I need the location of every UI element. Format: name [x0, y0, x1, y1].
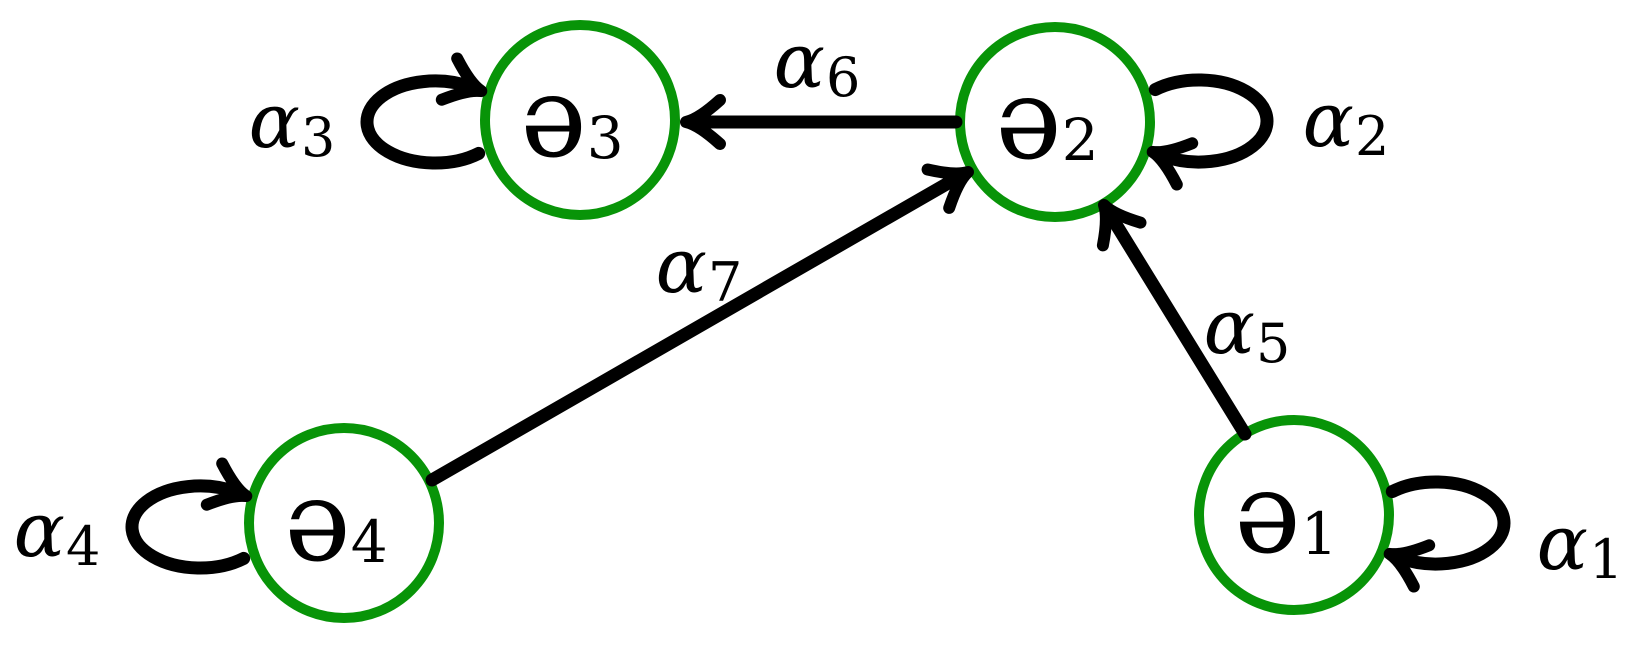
node-v1-glyph: ə	[1234, 449, 1301, 579]
edge-a6-arrowhead	[680, 94, 726, 150]
node-v3-glyph: ə	[520, 53, 587, 183]
edge-a1-loop	[1385, 475, 1511, 571]
edge-a1-arrowhead	[1383, 539, 1436, 593]
node-v1-subscript: 1	[1300, 500, 1338, 568]
node-v1-ring	[1194, 415, 1394, 615]
edge-a5-arrowhead	[1096, 199, 1147, 252]
node-v4-subscript: 4	[350, 508, 388, 576]
edge-a3-loop	[360, 74, 486, 170]
node-v4-glyph: ə	[284, 457, 351, 587]
edge-a5-shaft	[1102, 206, 1252, 441]
edge-a7-arrowhead	[921, 163, 974, 214]
node-v2-glyph: ə	[995, 55, 1062, 185]
node-v3-subscript: 3	[586, 104, 624, 172]
node-v2-subscript: 2	[1061, 106, 1099, 174]
edge-a3-arrowhead	[435, 52, 488, 106]
edge-a4-loop	[125, 479, 251, 575]
node-v3-ring	[480, 20, 680, 220]
edge-a2-arrowhead	[1146, 137, 1199, 191]
node-v4-ring	[244, 423, 444, 623]
edge-a4-arrowhead	[200, 457, 253, 511]
edge-a2-loop	[1148, 73, 1274, 169]
edge-a7-shaft	[425, 171, 964, 487]
